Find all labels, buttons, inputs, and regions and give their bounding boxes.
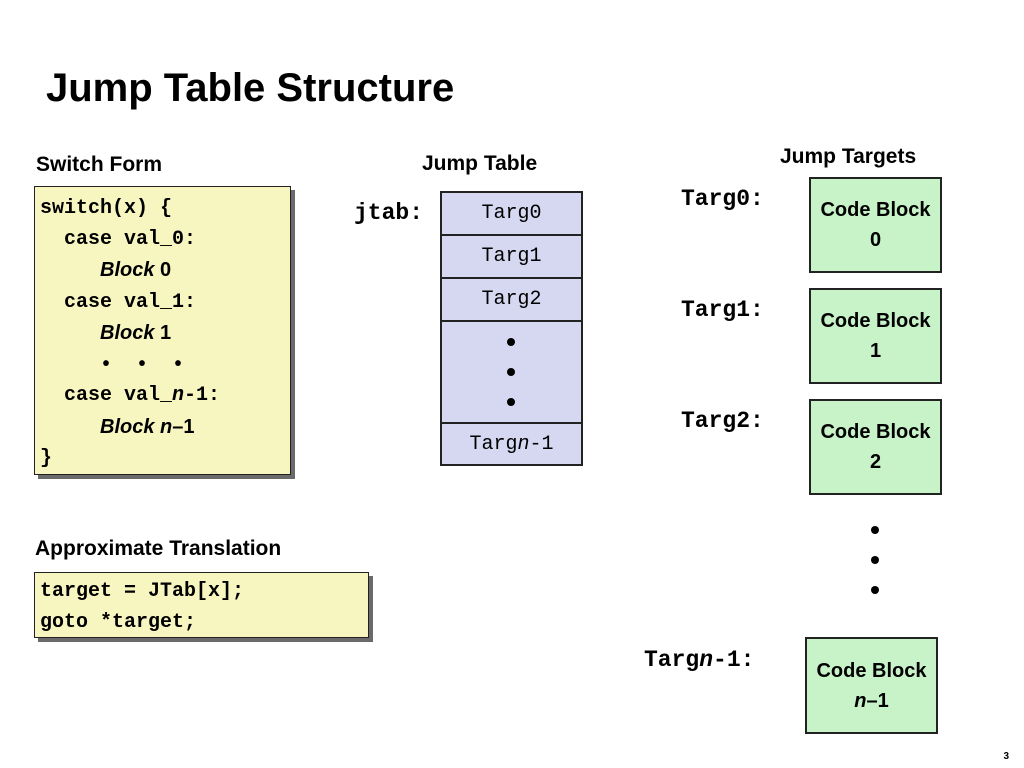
target-label-2: Targ2: — [681, 408, 764, 434]
code-line-block-0: Block 0 — [40, 255, 290, 288]
code-line-block-1: Block 1 — [40, 318, 290, 351]
page-title: Jump Table Structure — [46, 66, 455, 110]
target-prefix: Targ — [644, 647, 700, 673]
case-n: n — [172, 384, 185, 407]
code-block-text: Code Block — [816, 659, 927, 682]
code-block-1: Code Block 1 — [809, 288, 942, 384]
case-prefix: case val_ — [40, 384, 173, 407]
code-block-text: Code Block — [820, 199, 931, 221]
block-word: Block — [100, 259, 155, 281]
code-line-close-brace: } — [40, 447, 53, 470]
block-word: Block — [100, 322, 155, 344]
target-label-last: Targn-1: — [644, 647, 754, 673]
jump-table-entry-1: Targ1 — [440, 234, 583, 279]
target-n: n — [699, 647, 714, 673]
code-block-number: n–1 — [854, 686, 888, 716]
ellipsis-dot — [507, 368, 515, 376]
block-number: 0 — [160, 259, 172, 281]
code-line-case-n: case val_n-1: — [40, 381, 290, 412]
jump-targets-label: Jump Targets — [780, 145, 917, 168]
code-line-block-n: Block n–1 — [40, 412, 290, 445]
translation-code-box: target = JTab[x]; goto *target; — [34, 572, 369, 638]
jump-table-label: Jump Table — [422, 152, 538, 175]
translation-label: Approximate Translation — [35, 537, 282, 560]
code-block-last: Code Block n–1 — [805, 637, 938, 734]
code-block-number: 1 — [869, 340, 882, 362]
block-number: 1 — [160, 322, 172, 344]
jump-table-ellipsis-cell — [440, 320, 583, 424]
targets-ellipsis-dot — [871, 526, 879, 534]
code-block-n-suffix: –1 — [866, 689, 889, 712]
targets-ellipsis-dot — [871, 586, 879, 594]
page-number: 3 — [1003, 751, 1009, 762]
jump-table-entry-2: Targ2 — [440, 277, 583, 322]
target-label-0: Targ0: — [681, 186, 764, 212]
entry-suffix: -1 — [529, 432, 554, 456]
block-word: Block — [100, 415, 155, 438]
translation-line-2: goto *target; — [40, 610, 197, 634]
block-n: n — [160, 415, 173, 438]
code-block-number: 0 — [869, 229, 882, 251]
case-suffix: -1: — [184, 384, 221, 407]
ellipsis-dot — [507, 398, 515, 406]
code-line-case-0: case val_0: — [40, 227, 197, 251]
switch-form-label: Switch Form — [36, 153, 163, 176]
code-line-ellipsis: • • • — [100, 353, 185, 377]
code-block-0: Code Block 0 — [809, 177, 942, 273]
entry-prefix: Targ — [469, 432, 518, 456]
block-n-suffix: –1 — [172, 415, 195, 438]
code-block-text: Code Block — [820, 310, 931, 332]
code-block-n: n — [854, 689, 867, 712]
jtab-label: jtab: — [354, 200, 424, 226]
code-line-switch: switch(x) { — [40, 197, 173, 220]
code-block-2: Code Block 2 — [809, 399, 942, 495]
switch-form-code-box: switch(x) { case val_0: Block 0 case val… — [34, 186, 291, 475]
entry-n: n — [517, 432, 530, 456]
target-label-1: Targ1: — [681, 297, 764, 323]
code-line-case-1: case val_1: — [40, 290, 197, 314]
code-block-number: 2 — [869, 451, 882, 473]
jump-table-entry-0: Targ0 — [440, 191, 583, 236]
targets-ellipsis-dot — [871, 556, 879, 564]
ellipsis-dot — [507, 338, 515, 346]
translation-line-1: target = JTab[x]; — [40, 580, 245, 603]
target-suffix: -1: — [713, 647, 755, 673]
code-block-text: Code Block — [820, 421, 931, 443]
